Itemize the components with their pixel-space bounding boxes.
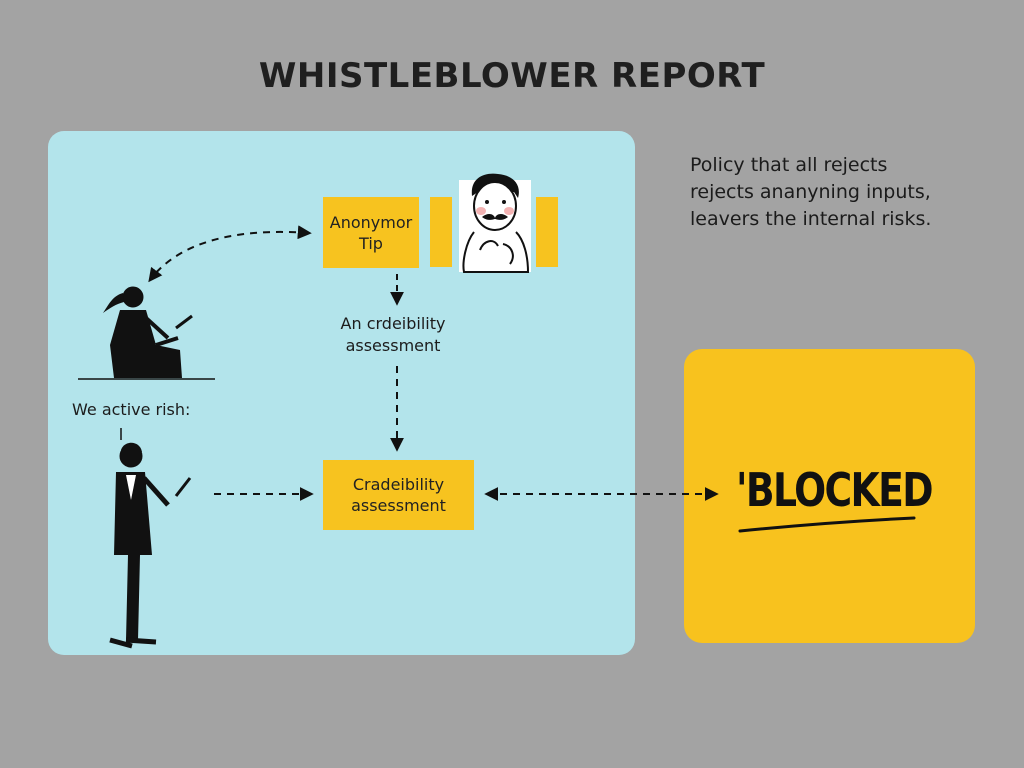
blocked-underline [738, 516, 916, 533]
arrow-tip-to-seated [148, 225, 312, 283]
policy-note-line2: rejects ananyning inputs, [690, 181, 931, 203]
policy-note-line3: leavers the internal risks. [690, 208, 932, 230]
anonymous-tip-box: Anonymor Tip [323, 197, 419, 268]
blocked-card [684, 349, 975, 643]
tip-box-line1: Anonymor [329, 212, 413, 232]
credibility-assessment-box: Cradeibility assessment [323, 460, 474, 530]
standing-man-figure [109, 428, 192, 649]
blocked-label: 'BLOCKED [736, 463, 934, 517]
credibility-assessment-label: An crdeibility assessment [318, 313, 468, 357]
diagram-title: WHISTLEBLOWER REPORT [258, 56, 766, 96]
tip-box-line2: Tip [359, 233, 383, 253]
risk-label: We active rish: [72, 400, 191, 419]
tip-side-bar-left [430, 197, 452, 267]
policy-note-line1: Policy that all rejects [690, 154, 888, 176]
cred-box-line2: assessment [351, 496, 446, 515]
assessment-label-line1: An crdeibility [340, 314, 446, 333]
policy-note: Policy that all rejects rejects ananynin… [690, 152, 1010, 233]
tip-side-bar-right [536, 197, 558, 267]
mustached-man-figure [459, 173, 531, 273]
cred-box-line1: Cradeibility [352, 475, 445, 494]
seated-woman-figure [78, 286, 215, 380]
assessment-label-line2: assessment [345, 336, 441, 355]
